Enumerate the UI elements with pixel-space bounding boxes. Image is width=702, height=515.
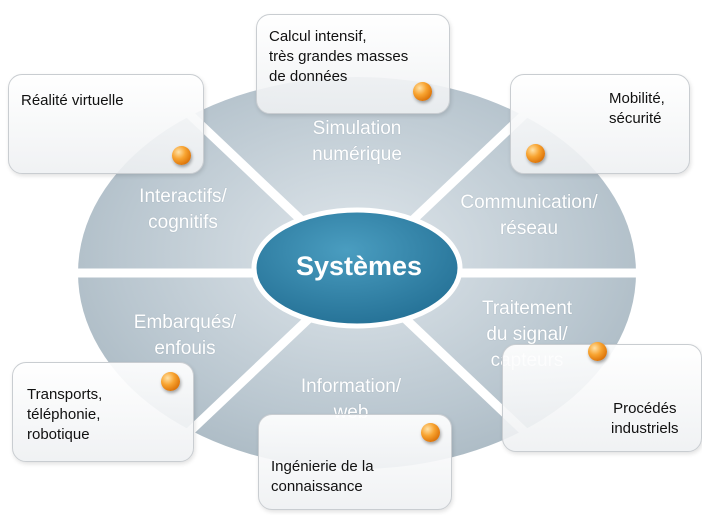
orb-transports-icon [161,372,180,391]
orb-calcul-icon [413,82,432,101]
orb-procedes-icon [588,342,607,361]
callout-procedes-text: Procédés industriels [611,400,679,437]
segment-embarques-label: Embarqués/ enfouis [133,312,237,359]
center-title: Systèmes [295,251,423,281]
center-hub [251,207,463,329]
callout-ingenierie: Ingénierie de la connaissance [258,414,452,510]
callout-procedes: Procédés industriels [502,344,702,452]
segment-dividers [74,106,640,440]
orb-realite-icon [172,146,191,165]
segment-interactifs-label: Interactifs/ cognitifs [139,186,227,233]
orb-mobilite-icon [526,144,545,163]
callout-mobilite-text: Mobilité, sécurité [609,90,665,127]
callout-calcul-text: Calcul intensif, très grandes masses de … [269,28,409,85]
orb-ingenierie-icon [421,423,440,442]
segment-communication-label: Communication/ réseau [460,192,598,239]
callout-realite: Réalité virtuelle [8,74,204,174]
callout-ingenierie-text: Ingénierie de la connaissance [271,458,374,495]
segment-simulation-label: Simulation numérique [312,118,402,165]
callout-realite-text: Réalité virtuelle [21,92,124,109]
callout-transports-text: Transports, téléphonie, robotique [27,386,103,443]
